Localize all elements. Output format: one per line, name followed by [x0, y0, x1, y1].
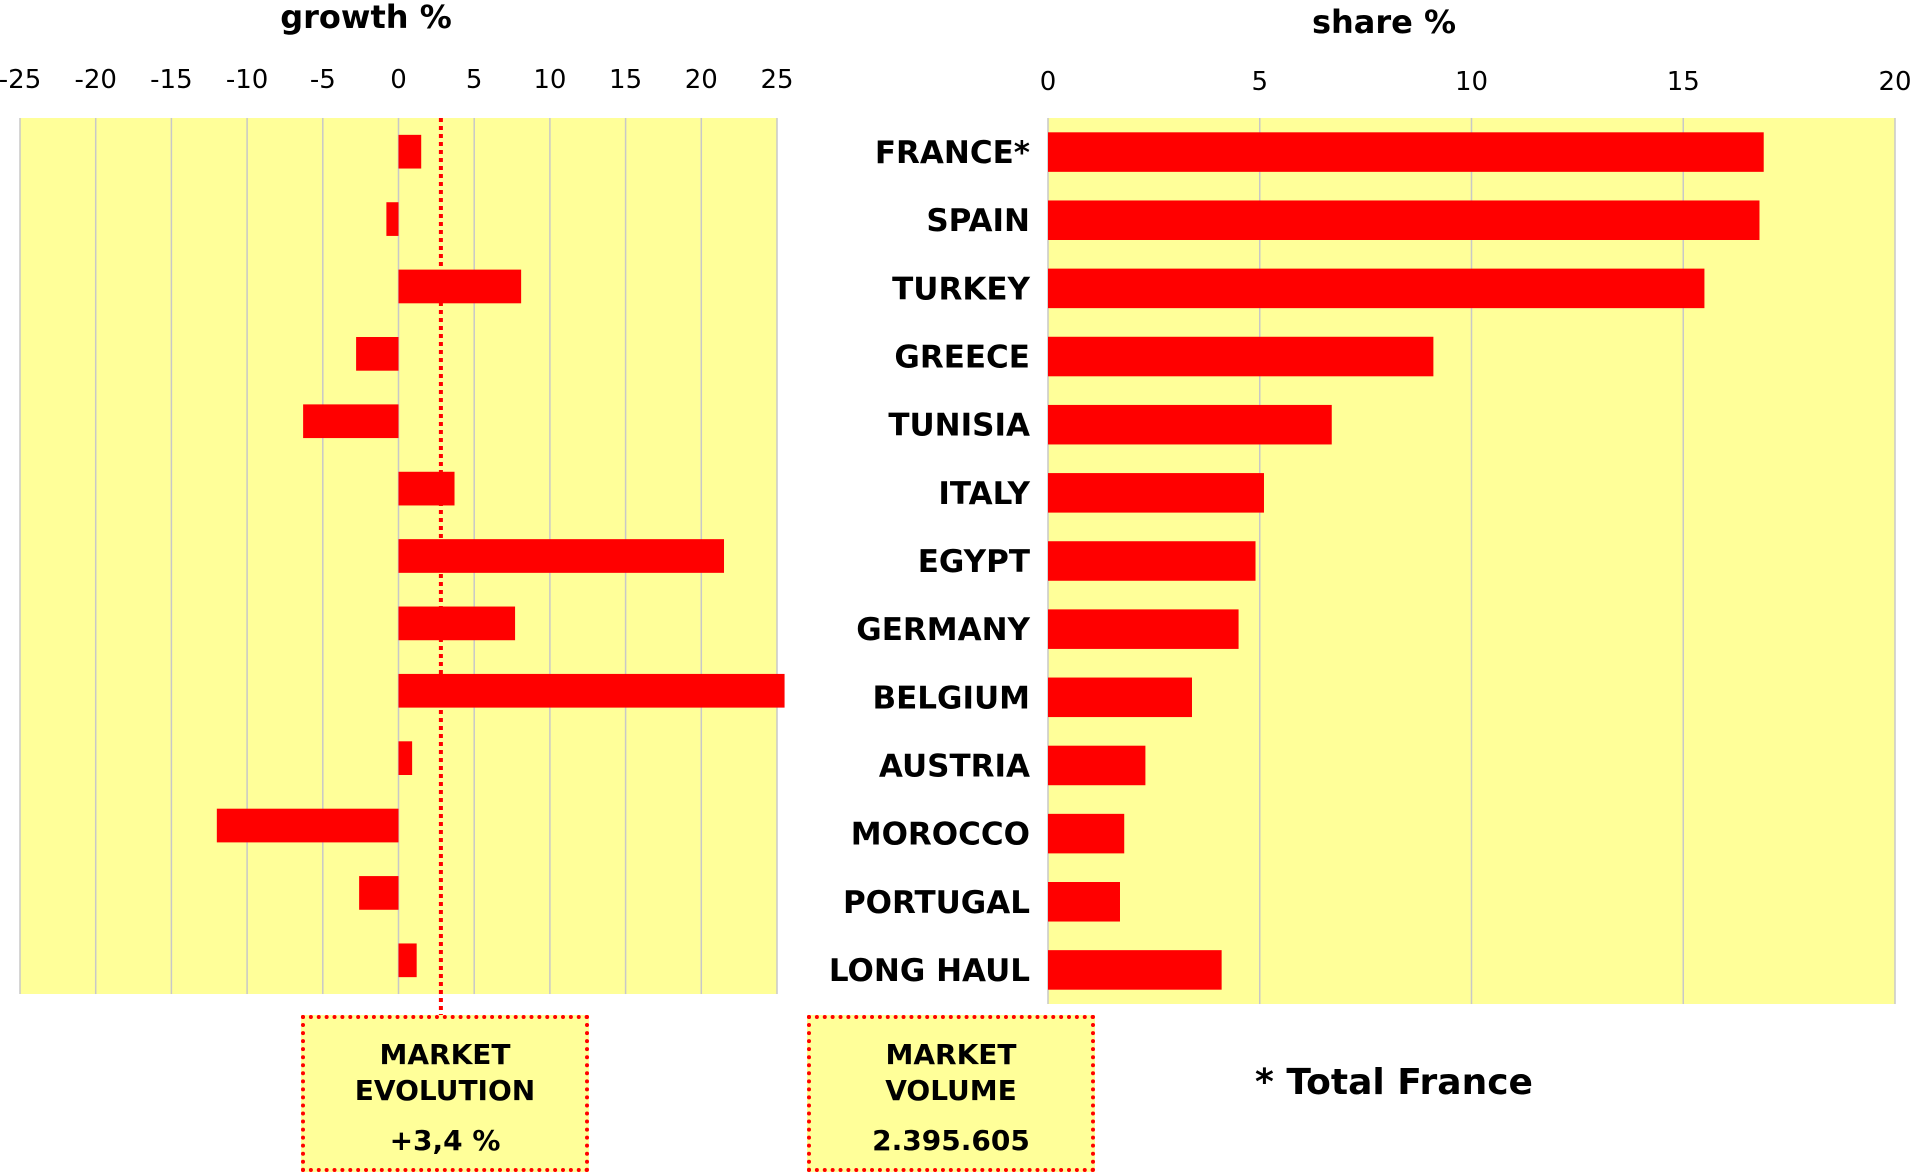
category-label-greece: GREECE	[894, 340, 1030, 376]
category-label-morocco: MOROCCO	[851, 817, 1030, 853]
share-tick-label: 15	[1667, 67, 1700, 97]
share-title: share %	[1312, 3, 1456, 41]
growth-bar-austria	[398, 741, 413, 775]
growth-tick-label: 20	[685, 65, 718, 95]
category-label-spain: SPAIN	[926, 203, 1030, 239]
share-bar-greece	[1048, 336, 1434, 377]
category-label-france: FRANCE*	[875, 135, 1030, 171]
category-label-portugal: PORTUGAL	[843, 885, 1030, 921]
share-bar-long-haul	[1048, 950, 1222, 990]
growth-tick-label: 0	[390, 65, 407, 95]
growth-bar-italy	[398, 471, 455, 506]
share-tick-label: 0	[1040, 67, 1057, 97]
growth-bar-greece	[356, 337, 399, 371]
growth-bar-long-haul	[398, 943, 417, 978]
market-volume-line1: MARKET	[885, 1038, 1017, 1071]
growth-bar-spain	[386, 202, 399, 236]
growth-bar-morocco	[216, 808, 399, 843]
market-volume-value: 2.395.605	[872, 1124, 1030, 1157]
growth-tick-label: -5	[310, 65, 336, 95]
market-volume-box: MARKET VOLUME 2.395.605	[807, 1015, 1095, 1172]
growth-bar-turkey	[398, 269, 522, 304]
growth-bar-egypt	[398, 539, 725, 573]
growth-bar-germany	[398, 606, 516, 641]
growth-title: growth %	[280, 0, 452, 36]
share-tick-label: 5	[1251, 67, 1268, 97]
growth-tick-label: 15	[609, 65, 642, 95]
growth-tick-label: -15	[150, 65, 192, 95]
category-label-belgium: BELGIUM	[872, 680, 1030, 716]
growth-bar-portugal	[359, 876, 399, 910]
share-bar-turkey	[1048, 268, 1705, 309]
share-bar-spain	[1048, 200, 1760, 240]
share-bar-austria	[1048, 745, 1146, 786]
market-evolution-box: MARKET EVOLUTION +3,4 %	[301, 1015, 589, 1172]
growth-tick-label: 25	[760, 65, 793, 95]
share-bar-italy	[1048, 473, 1264, 513]
footnote: * Total France	[1255, 1062, 1533, 1103]
share-bar-germany	[1048, 609, 1239, 649]
category-label-germany: GERMANY	[856, 612, 1030, 648]
growth-bar-tunisia	[303, 404, 399, 439]
category-label-long-haul: LONG HAUL	[829, 953, 1030, 989]
growth-tick-label: 10	[533, 65, 566, 95]
growth-bar-france	[398, 134, 422, 169]
share-bar-morocco	[1048, 813, 1125, 854]
share-bar-france	[1048, 132, 1764, 172]
growth-tick-label: 5	[466, 65, 483, 95]
growth-tick-label: -10	[226, 65, 268, 95]
category-label-italy: ITALY	[938, 476, 1030, 512]
growth-tick-label: -25	[0, 65, 41, 95]
share-tick-label: 20	[1878, 67, 1910, 97]
market-volume-line2: VOLUME	[885, 1074, 1017, 1107]
category-label-tunisia: TUNISIA	[888, 408, 1030, 444]
share-bar-belgium	[1048, 677, 1192, 718]
growth-bar-belgium	[398, 673, 785, 708]
market-evolution-line1: MARKET	[379, 1038, 511, 1071]
share-bar-egypt	[1048, 541, 1256, 581]
growth-tick-label: -20	[74, 65, 116, 95]
share-tick-label: 10	[1455, 67, 1488, 97]
category-label-turkey: TURKEY	[892, 271, 1030, 307]
market-evolution-value: +3,4 %	[389, 1124, 501, 1157]
category-label-egypt: EGYPT	[918, 544, 1030, 580]
category-label-austria: AUSTRIA	[879, 748, 1030, 784]
market-evolution-line2: EVOLUTION	[354, 1074, 536, 1107]
share-bar-tunisia	[1048, 404, 1332, 445]
share-bar-portugal	[1048, 882, 1120, 922]
